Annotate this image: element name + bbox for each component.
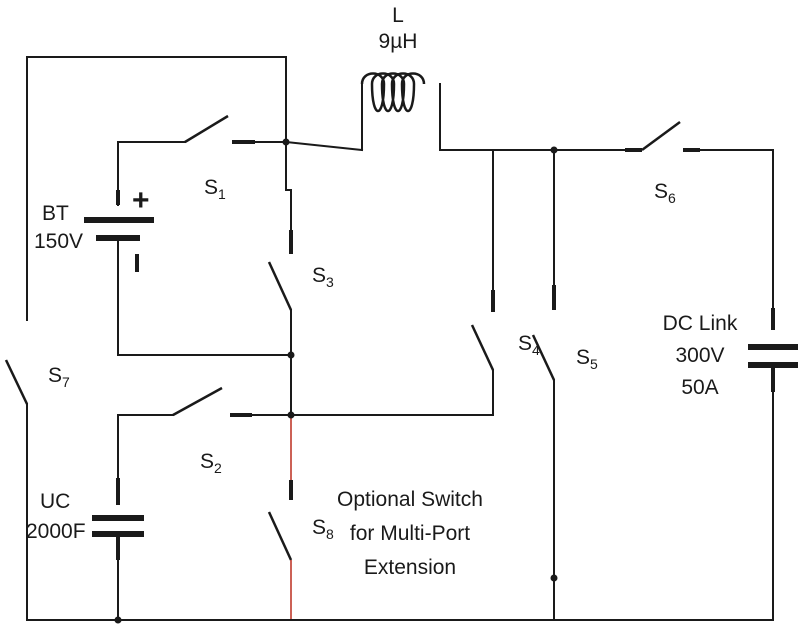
battery-voltage: 150V xyxy=(34,230,83,253)
optional-note-line-2: for Multi-Port xyxy=(350,522,470,545)
switch-s2 xyxy=(172,386,292,417)
inductor-l xyxy=(360,72,441,151)
switch-label-s4: S4 xyxy=(518,332,540,358)
outer-loop-wire xyxy=(26,56,287,621)
switch-label-s6: S6 xyxy=(654,180,676,206)
switch-s1 xyxy=(177,114,287,144)
switch-s3 xyxy=(267,261,293,356)
dc-link-name: DC Link xyxy=(663,312,738,335)
battery-name: BT xyxy=(42,202,69,225)
dc-link-current: 50A xyxy=(681,376,718,399)
switch-s4 xyxy=(290,149,495,416)
optional-note-line-1: Optional Switch xyxy=(337,488,483,511)
switch-s5 xyxy=(531,149,556,621)
switch-label-s7: S7 xyxy=(48,364,70,390)
switch-label-s8: S8 xyxy=(312,516,334,542)
ultracapacitor-uc xyxy=(92,478,144,560)
uc-capacitance: 2000F xyxy=(26,520,86,543)
inductor-value: 9µH xyxy=(379,30,418,53)
junction-dots xyxy=(114,138,558,624)
switch-s6 xyxy=(625,120,700,152)
switch-label-s2: S2 xyxy=(200,450,222,476)
center-branch-wire xyxy=(284,140,364,254)
inductor-name: L xyxy=(392,4,404,27)
switch-s7 xyxy=(4,359,29,421)
switch-label-s5: S5 xyxy=(576,346,598,372)
dc-link-voltage: 300V xyxy=(675,344,724,367)
battery-plus: + xyxy=(132,184,150,217)
battery-branch-wire xyxy=(117,141,292,356)
battery-bt xyxy=(84,190,154,272)
uc-name: UC xyxy=(40,490,70,513)
optional-note-line-3: Extension xyxy=(364,556,456,579)
switch-label-s3: S3 xyxy=(312,264,334,290)
switch-label-s1: S1 xyxy=(204,176,226,202)
switch-s8 xyxy=(267,354,293,620)
top-right-wire xyxy=(439,149,774,621)
dc-link-capacitor xyxy=(748,308,798,392)
